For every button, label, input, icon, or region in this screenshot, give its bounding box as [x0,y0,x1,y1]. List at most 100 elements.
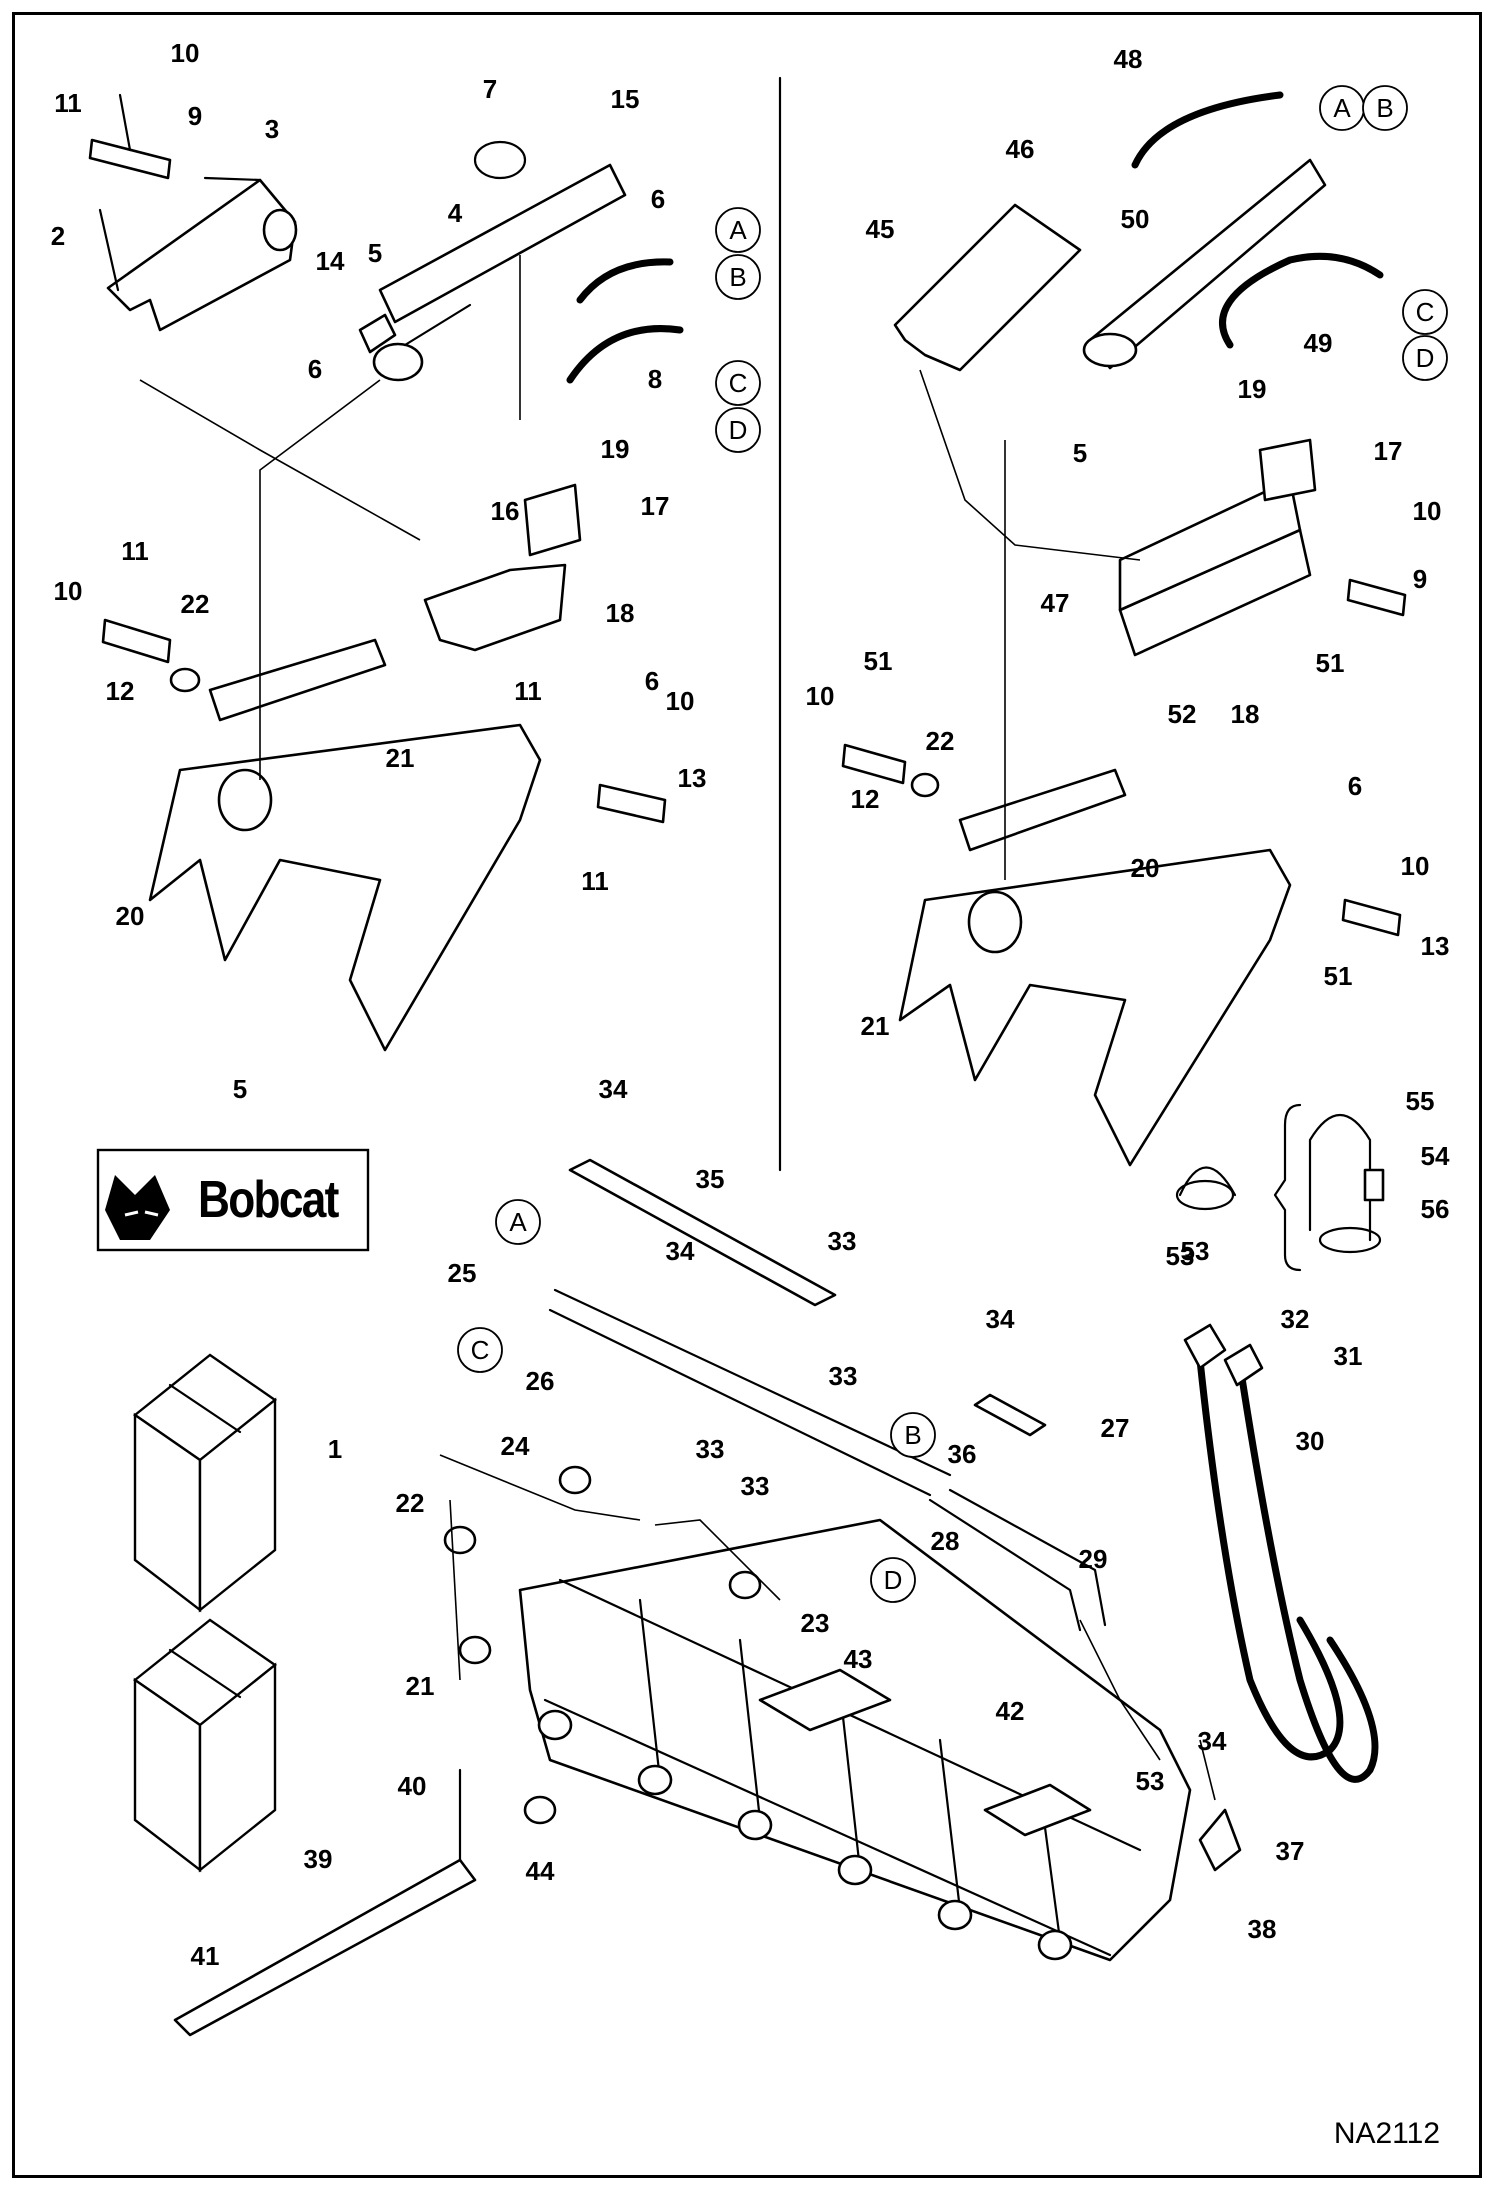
plate-36 [973,1393,1047,1437]
part-label-9: 9 [188,101,202,131]
part-label-50: 50 [1121,204,1150,234]
package-box-41 [132,1618,278,1873]
part-label-29: 29 [1079,1544,1108,1574]
connector-d: D [1402,335,1448,381]
svg-text:B: B [904,1420,921,1450]
part-label-10: 10 [806,681,835,711]
block-42 [983,1783,1092,1837]
part-label-52: 52 [1168,699,1197,729]
connector-a: A [495,1199,541,1245]
part-label-2: 2 [51,221,65,251]
valve-block-43 [758,1668,892,1732]
part-label-51: 51 [1316,648,1345,678]
part-label-10: 10 [54,576,83,606]
part-label-12: 12 [106,676,135,706]
part-label-21: 21 [406,1671,435,1701]
spear-39 [173,1858,477,2037]
connector-d: D [715,407,761,453]
sheet-border [12,12,1482,2178]
part-label-33: 33 [828,1226,857,1256]
bar-35 [568,1158,837,1307]
part-label-13: 13 [1421,931,1450,961]
part-label-47: 47 [1041,588,1070,618]
hose-30a [1196,1356,1344,1761]
svg-text:A: A [509,1207,527,1237]
fitting-31 [1223,1343,1264,1387]
part-label-19: 19 [601,434,630,464]
part-label-26: 26 [526,1366,555,1396]
grapple-tine-right [898,848,1292,1167]
part-label-10: 10 [1401,851,1430,881]
left-grapple-assembly [88,93,684,1052]
part-label-6: 6 [651,184,665,214]
fork-frame-38 [518,1518,1192,1962]
fitting-32 [1183,1323,1227,1370]
right-grapple-assembly [841,91,1407,1272]
hose-8-left [566,325,684,384]
cylinder-guard-left [106,178,297,332]
part-label-28: 28 [931,1526,960,1556]
part-label-33: 33 [696,1434,725,1464]
part-label-10: 10 [666,686,695,716]
svg-text:C: C [1416,297,1435,327]
part-label-5: 5 [1073,438,1087,468]
pin-12-right [841,743,907,785]
package-box-1 [132,1353,278,1613]
part-label-10: 10 [1413,496,1442,526]
part-label-39: 39 [304,1844,333,1874]
part-label-33: 33 [829,1361,858,1391]
svg-text:A: A [1333,93,1351,123]
part-label-3: 3 [265,114,279,144]
part-label-11: 11 [54,88,82,118]
svg-text:D: D [884,1565,903,1595]
part-label-11: 11 [121,536,149,566]
part-label-51: 51 [1324,961,1353,991]
part-label-22: 22 [926,726,955,756]
pin-9-left [88,138,172,180]
part-label-20: 20 [116,901,145,931]
part-label-21: 21 [861,1011,890,1041]
part-label-20: 20 [1131,853,1160,883]
svg-text:B: B [1376,93,1393,123]
part-label-5: 5 [368,238,382,268]
part-label-36: 36 [948,1439,977,1469]
part-label-53: 53 [1181,1236,1210,1266]
part-label-40: 40 [398,1771,427,1801]
grapple-tine-left [148,723,542,1052]
part-label-4: 4 [448,198,463,228]
part-label-41: 41 [191,1941,220,1971]
part-label-6: 6 [308,354,322,384]
svg-text:B: B [729,262,746,292]
part-label-1: 1 [328,1434,342,1464]
part-label-27: 27 [1101,1413,1130,1443]
part-label-16: 16 [491,496,520,526]
part-label-14: 14 [316,246,345,276]
part-label-38: 38 [1248,1914,1277,1944]
part-label-35: 35 [696,1164,725,1194]
part-label-54: 54 [1421,1141,1450,1171]
bracket-17-right [1258,438,1317,502]
part-label-18: 18 [606,598,635,628]
part-label-13: 13 [678,763,707,793]
fork-frame-assembly [173,1158,1379,2037]
part-label-5: 5 [233,1074,247,1104]
part-label-42: 42 [996,1696,1025,1726]
part-label-17: 17 [1374,436,1403,466]
svg-text:C: C [729,368,748,398]
connector-c: C [457,1327,503,1373]
part-label-8: 8 [648,364,662,394]
part-label-15: 15 [611,84,640,114]
pin-12-left [101,618,172,664]
connector-c: C [715,360,761,406]
part-label-32: 32 [1281,1304,1310,1334]
connector-a: A [1319,85,1365,131]
part-label-18: 18 [1231,699,1260,729]
cylinder-guard-right [893,203,1082,372]
part-label-53: 53 [1166,1241,1195,1271]
part-label-22: 22 [396,1488,425,1518]
connector-b: B [715,254,761,300]
